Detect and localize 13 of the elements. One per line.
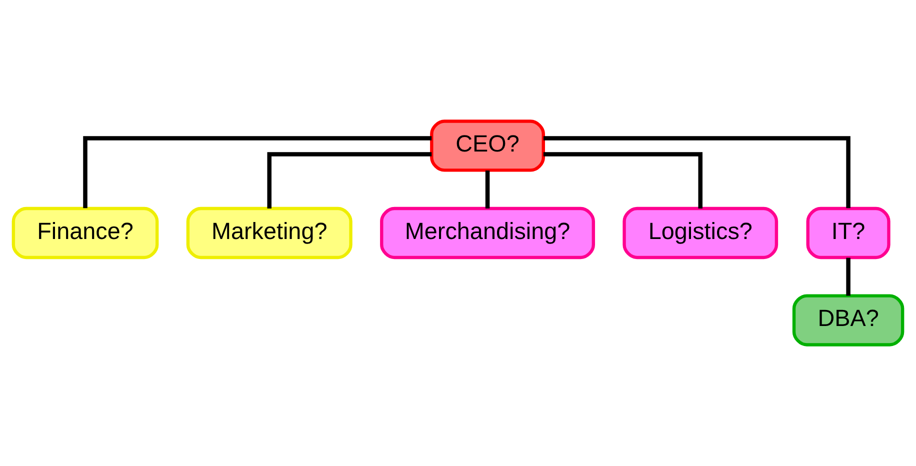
connector xyxy=(543,152,702,208)
node-box: Finance? xyxy=(12,206,159,260)
node-box: DBA? xyxy=(792,294,904,346)
node-box: CEO? xyxy=(430,120,545,172)
node-box: Marketing? xyxy=(186,206,352,260)
node-box: IT? xyxy=(806,206,890,260)
connector xyxy=(83,136,432,208)
connector xyxy=(267,152,432,208)
node-box: Merchandising? xyxy=(380,206,596,260)
connector xyxy=(485,170,490,208)
connector xyxy=(846,258,850,296)
connector xyxy=(544,136,850,208)
node-box: Logistics? xyxy=(622,206,778,260)
